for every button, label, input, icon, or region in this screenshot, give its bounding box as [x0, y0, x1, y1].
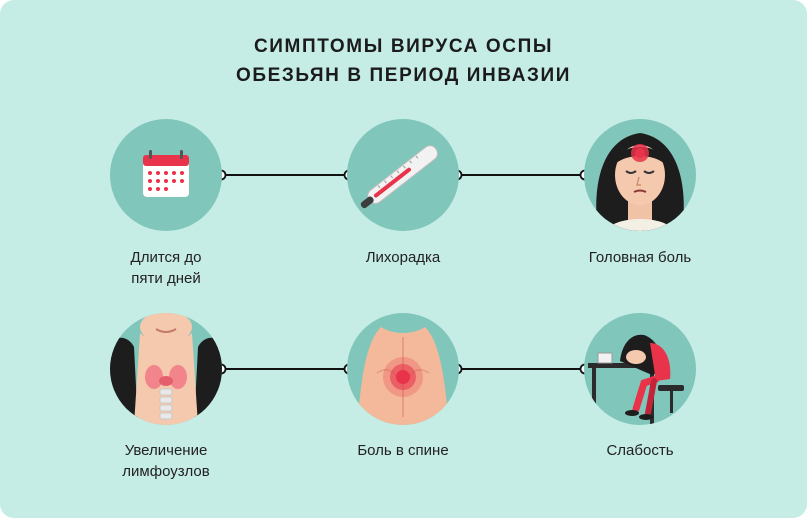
back-pain-icon — [357, 327, 449, 425]
symptom-label-line: пяти дней — [131, 270, 201, 287]
connector-line — [451, 363, 591, 375]
calendar-icon — [143, 150, 189, 197]
thermometer-icon — [360, 145, 439, 209]
title-line-2: ОБЕЗЬЯН В ПЕРИОД ИНВАЗИИ — [235, 65, 572, 86]
symptom-label-back-pain: Боль в спине — [313, 440, 493, 461]
symptom-label-line: Боль в спине — [357, 442, 449, 459]
symptom-label-fever: Лихорадка — [313, 247, 493, 268]
symptom-label-line: лимфоузлов — [122, 463, 210, 480]
headache-face-icon — [596, 133, 684, 231]
symptom-label-weakness: Слабость — [550, 440, 730, 461]
connector-line — [215, 363, 355, 375]
connector-line — [451, 169, 591, 181]
symptom-label-lymph-nodes: Увеличение лимфоузлов — [76, 440, 256, 482]
connector-line — [215, 169, 355, 181]
symptom-node-fever — [347, 119, 459, 231]
symptom-label-line: Головная боль — [588, 249, 692, 266]
symptom-label-headache: Головная боль — [550, 247, 730, 268]
symptom-label-line: Увеличение — [124, 442, 208, 459]
symptom-label-line: Лихорадка — [365, 249, 441, 266]
symptom-node-lymph-nodes — [110, 313, 222, 425]
title-line-1: СИМПТОМЫ ВИРУСА ОСПЫ — [253, 36, 554, 57]
tired-person-at-desk-icon — [588, 334, 684, 425]
swollen-lymph-nodes-icon — [110, 313, 222, 425]
symptom-label-line: Слабость — [606, 442, 674, 459]
symptom-node-weakness — [584, 313, 696, 425]
symptom-label-line: Длится до — [130, 249, 202, 266]
symptom-node-headache — [584, 119, 696, 231]
symptom-label-duration: Длится до пяти дней — [76, 247, 256, 289]
symptom-node-duration — [110, 119, 222, 231]
symptom-node-back-pain — [347, 313, 459, 425]
